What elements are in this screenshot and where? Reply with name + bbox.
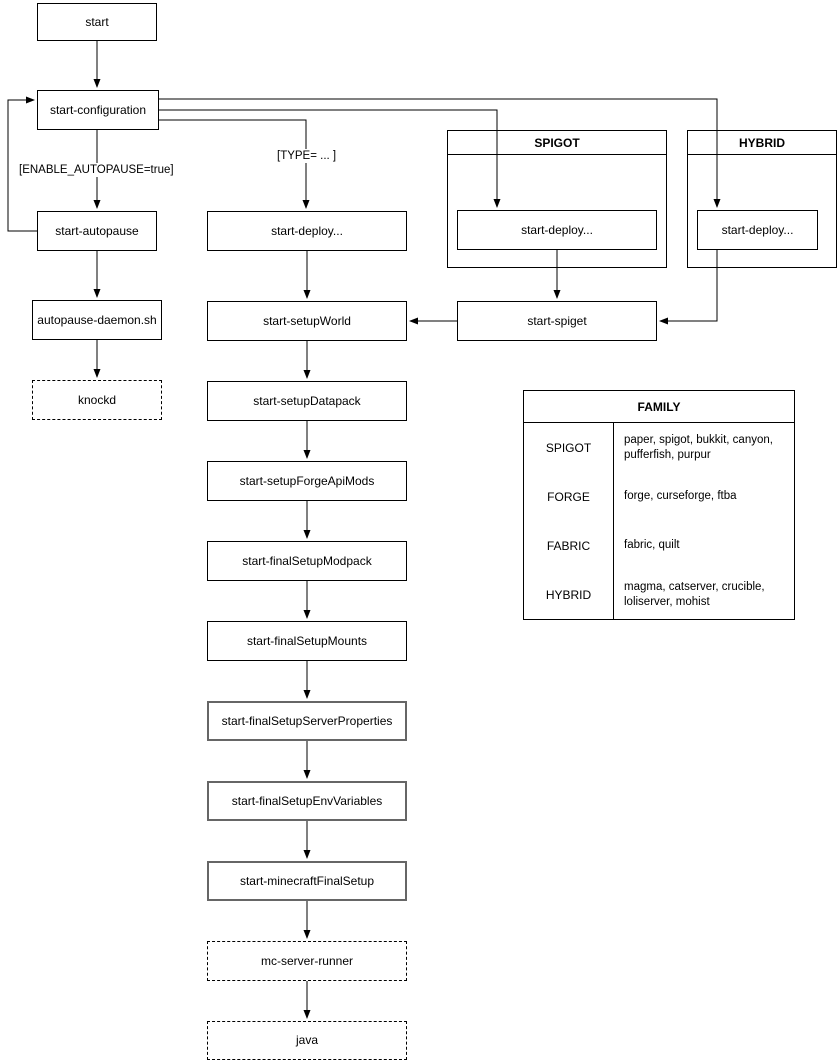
family-row-members: paper, spigot, bukkit, canyon, pufferfis… [624, 433, 773, 461]
family-row-members: forge, curseforge, ftba [624, 490, 737, 503]
node-start-setup-forge-api-mods: start-setupForgeApiMods [207, 461, 407, 501]
edge-label-type: [TYPE= ... ] [274, 149, 340, 163]
node-knockd: knockd [32, 380, 162, 420]
node-start: start [37, 3, 157, 41]
node-start-final-setup-mounts: start-finalSetupMounts [207, 621, 407, 661]
edge-label-enable-autopause: [ENABLE_AUTOPAUSE=true] [16, 163, 177, 177]
node-autopause-daemon: autopause-daemon.sh [32, 300, 162, 340]
family-row-key: HYBRID [545, 587, 592, 602]
node-start-setup-world: start-setupWorld [207, 301, 407, 341]
group-hybrid-title: HYBRID [688, 131, 836, 155]
node-start-final-setup-env-variables: start-finalSetupEnvVariables [207, 781, 407, 821]
node-start-configuration: start-configuration [37, 90, 159, 130]
group-spigot-title: SPIGOT [448, 131, 666, 155]
family-row-key: SPIGOT [545, 440, 592, 455]
family-table-value-column: paper, spigot, bukkit, canyon, pufferfis… [614, 423, 794, 619]
node-start-minecraft-final-setup: start-minecraftFinalSetup [207, 861, 407, 901]
family-table-key-column: SPIGOT FORGE FABRIC HYBRID [524, 423, 614, 619]
node-start-setup-datapack: start-setupDatapack [207, 381, 407, 421]
family-table-title: FAMILY [524, 391, 794, 423]
node-hybrid-start-deploy: start-deploy... [697, 210, 818, 250]
node-start-final-setup-modpack: start-finalSetupModpack [207, 541, 407, 581]
family-table: FAMILY SPIGOT FORGE FABRIC HYBRID paper,… [523, 390, 795, 620]
family-row-members: magma, catserver, crucible, loliserver, … [624, 580, 765, 608]
node-start-autopause: start-autopause [37, 211, 157, 251]
node-mc-server-runner: mc-server-runner [207, 941, 407, 981]
family-row-members: fabric, quilt [624, 539, 680, 552]
node-spigot-start-deploy: start-deploy... [457, 210, 657, 250]
node-start-deploy: start-deploy... [207, 211, 407, 251]
family-table-body: SPIGOT FORGE FABRIC HYBRID paper, spigot… [524, 423, 794, 619]
family-row-key: FABRIC [546, 538, 591, 553]
edge-configuration-to-deploy [159, 119, 310, 209]
node-start-spiget: start-spiget [457, 301, 657, 341]
node-java: java [207, 1021, 407, 1060]
node-start-final-setup-server-properties: start-finalSetupServerProperties [207, 701, 407, 741]
family-row-key: FORGE [547, 489, 590, 504]
